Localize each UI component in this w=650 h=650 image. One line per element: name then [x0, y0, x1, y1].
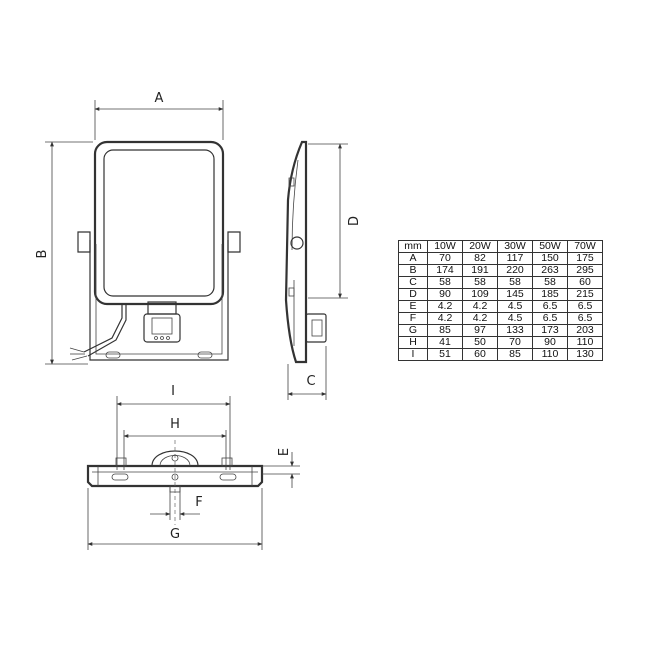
table-cell: 50: [462, 336, 498, 349]
table-cell: 110: [532, 348, 568, 361]
table-row: E 4.2 4.2 4.5 6.5 6.5: [398, 300, 603, 313]
table-cell: B: [398, 264, 428, 277]
table-cell: 4.2: [462, 300, 498, 313]
table-cell: 60: [567, 276, 603, 289]
table-cell: D: [398, 288, 428, 301]
table-cell: 58: [497, 276, 533, 289]
table-cell: 133: [497, 324, 533, 337]
table-cell: 220: [497, 264, 533, 277]
bottom-view: I H E F G: [86, 384, 300, 550]
dim-label-b: B: [35, 250, 50, 259]
table-cell: 295: [567, 264, 603, 277]
table-row: I 51 60 85 110 130: [398, 348, 603, 361]
table-cell: 90: [532, 336, 568, 349]
table-cell: 85: [427, 324, 463, 337]
table-cell: H: [398, 336, 428, 349]
table-row: C 58 58 58 58 60: [398, 276, 603, 289]
table-header-cell: 30W: [497, 240, 533, 253]
dim-label-a: A: [155, 91, 164, 106]
table-cell: 6.5: [532, 300, 568, 313]
table-cell: 58: [427, 276, 463, 289]
table-cell: 110: [567, 336, 603, 349]
table-row: F 4.2 4.2 4.5 6.5 6.5: [398, 312, 603, 325]
table-cell: 97: [462, 324, 498, 337]
table-cell: 150: [532, 252, 568, 265]
table-cell: 58: [462, 276, 498, 289]
table-header-cell: 50W: [532, 240, 568, 253]
dim-label-f: F: [195, 495, 202, 510]
table-row: H 41 50 70 90 110: [398, 336, 603, 349]
table-row: G 85 97 133 173 203: [398, 324, 603, 337]
table-cell: 51: [427, 348, 463, 361]
table-cell: 4.5: [497, 312, 533, 325]
table-row: B 174 191 220 263 295: [398, 264, 603, 277]
table-cell: 145: [497, 288, 533, 301]
table-header-cell: 20W: [462, 240, 498, 253]
table-row: D 90 109 145 185 215: [398, 288, 603, 301]
table-cell: 6.5: [567, 300, 603, 313]
table-header-row: mm 10W 20W 30W 50W 70W: [398, 240, 603, 253]
dim-label-e: E: [277, 448, 292, 456]
table-cell: C: [398, 276, 428, 289]
table-cell: 90: [427, 288, 463, 301]
table-header-cell: mm: [398, 240, 428, 253]
table-cell: 41: [427, 336, 463, 349]
table-cell: 82: [462, 252, 498, 265]
dimensions-table: mm 10W 20W 30W 50W 70W A 70 82 117 150 1…: [398, 240, 603, 361]
table-cell: 60: [462, 348, 498, 361]
table-cell: G: [398, 324, 428, 337]
table-cell: 203: [567, 324, 603, 337]
table-cell: 185: [532, 288, 568, 301]
table-cell: 85: [497, 348, 533, 361]
table-cell: F: [398, 312, 428, 325]
table-cell: 109: [462, 288, 498, 301]
table-cell: 130: [567, 348, 603, 361]
front-view: A B: [35, 91, 241, 365]
table-cell: 191: [462, 264, 498, 277]
table-cell: 174: [427, 264, 463, 277]
table-cell: 4.2: [427, 312, 463, 325]
table-cell: 70: [427, 252, 463, 265]
side-view: D C: [284, 140, 362, 400]
table-header-cell: 10W: [427, 240, 463, 253]
table-cell: 4.5: [497, 300, 533, 313]
table-cell: E: [398, 300, 428, 313]
table-header-cell: 70W: [567, 240, 603, 253]
table-cell: 58: [532, 276, 568, 289]
table-cell: A: [398, 252, 428, 265]
table-cell: 4.2: [427, 300, 463, 313]
table-cell: 263: [532, 264, 568, 277]
table-cell: 4.2: [462, 312, 498, 325]
table-cell: 173: [532, 324, 568, 337]
table-cell: I: [398, 348, 428, 361]
dim-label-c: C: [306, 374, 315, 389]
table-cell: 6.5: [567, 312, 603, 325]
table-cell: 215: [567, 288, 603, 301]
dim-label-i: I: [171, 384, 175, 399]
table-cell: 70: [497, 336, 533, 349]
table-cell: 117: [497, 252, 533, 265]
table-cell: 6.5: [532, 312, 568, 325]
table-row: A 70 82 117 150 175: [398, 252, 603, 265]
dim-label-g: G: [170, 527, 180, 542]
table-cell: 175: [567, 252, 603, 265]
dim-label-h: H: [170, 417, 180, 432]
dim-label-d: D: [347, 216, 362, 226]
